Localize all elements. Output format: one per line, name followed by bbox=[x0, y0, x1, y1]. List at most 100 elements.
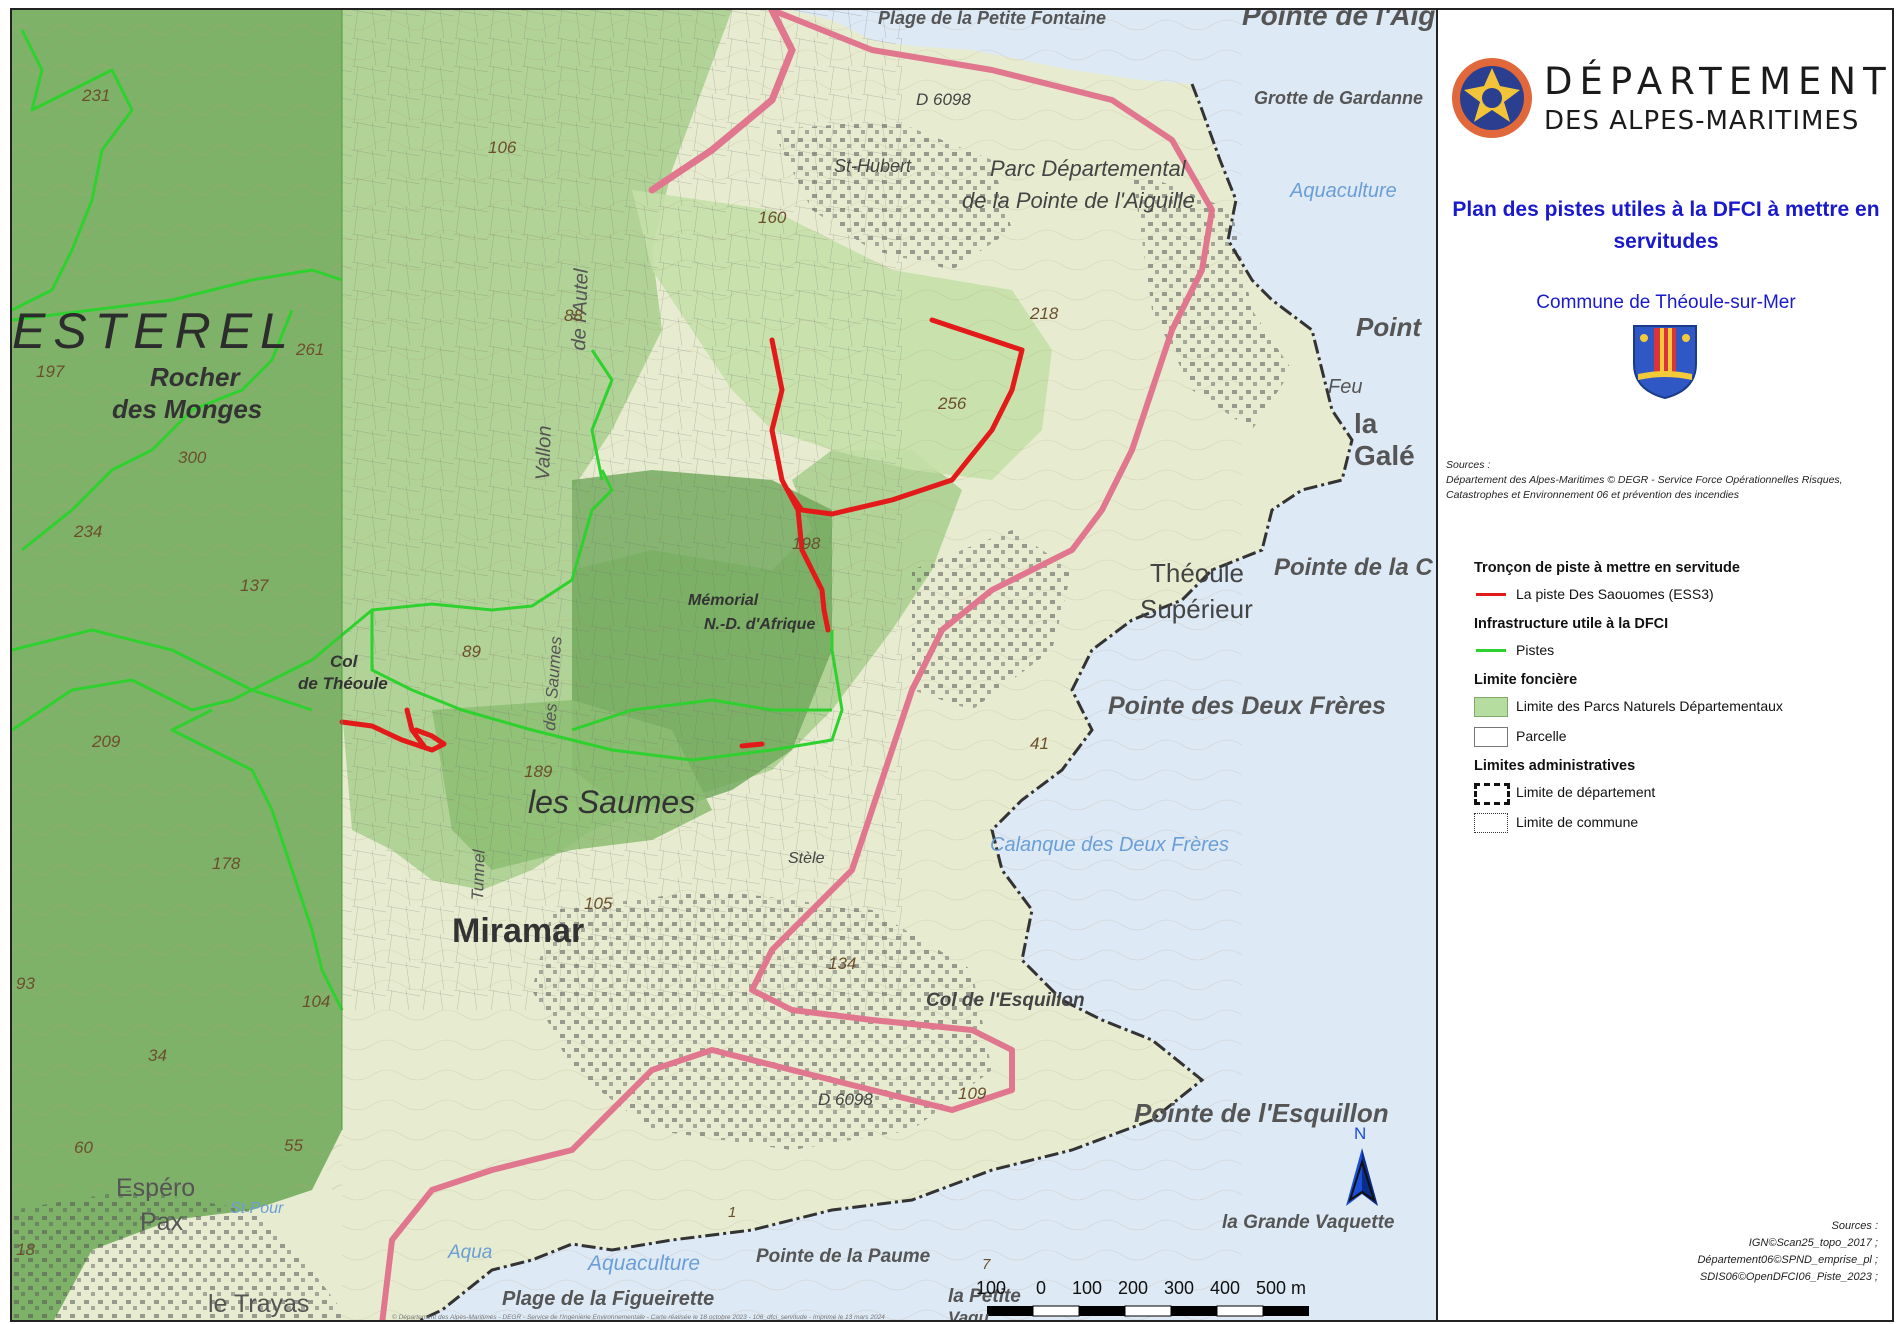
label-le-trayas: le Trayas bbox=[208, 1290, 310, 1318]
map-view[interactable]: ESTEREL Rocher des Monges Col de Théoule… bbox=[10, 8, 1438, 1322]
label-esterel: ESTEREL bbox=[12, 303, 296, 359]
legend-section-fonciere: Limite foncière bbox=[1474, 672, 1578, 688]
label-theoule: Théoule bbox=[1150, 558, 1244, 588]
road-d6098 bbox=[379, 10, 1215, 1320]
label-feu: Feu bbox=[1328, 376, 1363, 398]
elevation-1: 1 bbox=[728, 1204, 737, 1221]
scale-label-1: 0 bbox=[1036, 1278, 1047, 1298]
logo-row: DÉPARTEMENT DES ALPES-MARITIMES bbox=[1446, 52, 1886, 152]
legend-item-commune: Limite de commune bbox=[1516, 814, 1639, 830]
north-label: N bbox=[1354, 1124, 1367, 1143]
label-les-saumes: les Saumes bbox=[528, 784, 696, 820]
commune-boundary-coast bbox=[417, 83, 1354, 1320]
label-d6098-a: D 6098 bbox=[916, 90, 971, 109]
label-pointe-paume: Pointe de la Paume bbox=[756, 1246, 931, 1267]
label-vallon: Vallon bbox=[532, 425, 556, 481]
label-grande-vaquette: la Grande Vaquette bbox=[1222, 1212, 1395, 1233]
elevation-106: 106 bbox=[488, 138, 517, 157]
label-d6098-b: D 6098 bbox=[818, 1090, 873, 1109]
legend-row-pistes: Pistes bbox=[1474, 638, 1884, 662]
label-pointe-aig: Pointe de l'Aig bbox=[1242, 8, 1436, 31]
label-rocher: Rocher bbox=[150, 362, 240, 392]
commune-boundary-icon bbox=[1474, 812, 1508, 833]
legend: Tronçon de piste à mettre en servitude L… bbox=[1474, 550, 1884, 840]
label-plage-figueirette: Plage de la Figueirette bbox=[502, 1288, 715, 1310]
map-title: Plan des pistes utiles à la DFCI à mettr… bbox=[1452, 198, 1880, 253]
sources-bottom-line3: SDIS06©OpenDFCI06_Piste_2023 ; bbox=[1699, 1271, 1878, 1283]
label-la-petite: la Petite bbox=[948, 1286, 1021, 1307]
north-arrow bbox=[1346, 1148, 1378, 1206]
legend-item-servitude: La piste Des Saouomes (ESS3) bbox=[1516, 586, 1714, 602]
elevation-261: 261 bbox=[296, 340, 325, 359]
legend-item-parcs: Limite des Parcs Naturels Départementaux bbox=[1516, 698, 1783, 714]
road-d6098-north bbox=[648, 10, 796, 194]
elevation-93: 93 bbox=[16, 974, 35, 993]
contours-west bbox=[12, 10, 342, 1190]
sources-top-label: Sources : bbox=[1446, 459, 1491, 471]
urban-miramar bbox=[532, 890, 992, 1150]
sources-bottom-line1: IGN©Scan25_topo_2017 ; bbox=[1748, 1237, 1878, 1249]
label-parc-1: Parc Départemental bbox=[990, 156, 1186, 181]
sources-bottom-line2: Département06©SPND_emprise_pl ; bbox=[1697, 1254, 1878, 1266]
label-pointe-esquillon: Pointe de l'Esquillon bbox=[1134, 1098, 1389, 1128]
label-miramar: Miramar bbox=[452, 912, 585, 950]
legend-row-parcelle: Parcelle bbox=[1474, 724, 1884, 748]
red-line-icon bbox=[1474, 584, 1508, 604]
scale-label-5: 400 bbox=[1210, 1278, 1241, 1298]
elevation-41: 41 bbox=[1030, 734, 1049, 753]
label-st-pour: St Pour bbox=[230, 1200, 284, 1217]
legend-row-parcs: Limite des Parcs Naturels Départementaux bbox=[1474, 694, 1884, 718]
servitude-track bbox=[339, 317, 1025, 753]
legend-section-admin: Limites administratives bbox=[1474, 758, 1636, 774]
urban-st-hubert bbox=[772, 120, 1012, 270]
legend-panel: DÉPARTEMENT DES ALPES-MARITIMES Plan des… bbox=[1438, 8, 1894, 1322]
commune-name: Commune de Théoule-sur-Mer bbox=[1536, 292, 1796, 313]
elevation-209: 209 bbox=[92, 732, 121, 751]
dept-boundary-icon bbox=[1474, 782, 1510, 805]
elevation-256: 256 bbox=[938, 394, 967, 413]
dept-line2: DES ALPES-MARITIMES bbox=[1544, 106, 1860, 136]
label-de-theoule: de Théoule bbox=[298, 674, 388, 693]
label-calanque: Calanque des Deux Frères bbox=[990, 834, 1230, 856]
elevation-104: 104 bbox=[302, 992, 331, 1011]
label-espere: Espéro bbox=[116, 1174, 196, 1202]
label-stele: Stèle bbox=[788, 850, 825, 867]
label-monges: des Monges bbox=[112, 394, 263, 424]
scale-label-4: 300 bbox=[1164, 1278, 1195, 1298]
legend-section-servitude: Tronçon de piste à mettre en servitude bbox=[1474, 560, 1740, 576]
label-st-hubert: St-Hubert bbox=[834, 156, 912, 176]
legend-item-parcelle: Parcelle bbox=[1516, 728, 1567, 744]
elevation-137: 137 bbox=[240, 576, 269, 595]
urban-theoule-sup bbox=[912, 530, 1072, 710]
label-plage-petite-fontaine: Plage de la Petite Fontaine bbox=[878, 8, 1107, 28]
elevation-231: 231 bbox=[82, 86, 111, 105]
legend-row-commune: Limite de commune bbox=[1474, 810, 1884, 834]
sources-bottom-label: Sources : bbox=[1831, 1220, 1878, 1232]
elevation-218: 218 bbox=[1030, 304, 1059, 323]
scale-label-0: 100 bbox=[976, 1278, 1007, 1298]
footer-credit: © Département des Alpes-Maritimes - DEGR… bbox=[392, 1314, 885, 1321]
dept-line1: DÉPARTEMENT bbox=[1544, 60, 1893, 103]
legend-item-departement: Limite de département bbox=[1516, 784, 1656, 800]
elevation-89: 89 bbox=[462, 642, 481, 661]
label-nd-afrique: N.-D. d'Afrique bbox=[704, 616, 816, 633]
elevation-18: 18 bbox=[16, 1240, 35, 1259]
elevation-55: 55 bbox=[284, 1136, 303, 1155]
commune-crest-icon bbox=[1633, 325, 1697, 400]
elevation-198: 198 bbox=[792, 534, 821, 553]
label-parc-2: de la Pointe de l'Aiguille bbox=[962, 188, 1195, 213]
label-grotte: Grotte de Gardanne bbox=[1254, 88, 1424, 108]
elevation-88: 88 bbox=[564, 306, 583, 325]
elevation-178: 178 bbox=[212, 854, 241, 873]
urban-la-gale bbox=[1132, 170, 1292, 430]
sources-bottom: Sources : IGN©Scan25_topo_2017 ; Départe… bbox=[1578, 1218, 1878, 1286]
dfci-tracks bbox=[12, 29, 844, 1011]
label-deux-freres: Pointe des Deux Frères bbox=[1108, 692, 1386, 720]
map-canvas bbox=[12, 10, 1436, 1320]
sources-top-text: Département des Alpes-Maritimes © DEGR -… bbox=[1446, 474, 1843, 501]
label-aqua-3: Aqua bbox=[448, 1242, 493, 1263]
park-swatch-icon bbox=[1474, 696, 1508, 717]
scale-label-3: 200 bbox=[1118, 1278, 1149, 1298]
scale-bar bbox=[987, 1305, 1309, 1317]
